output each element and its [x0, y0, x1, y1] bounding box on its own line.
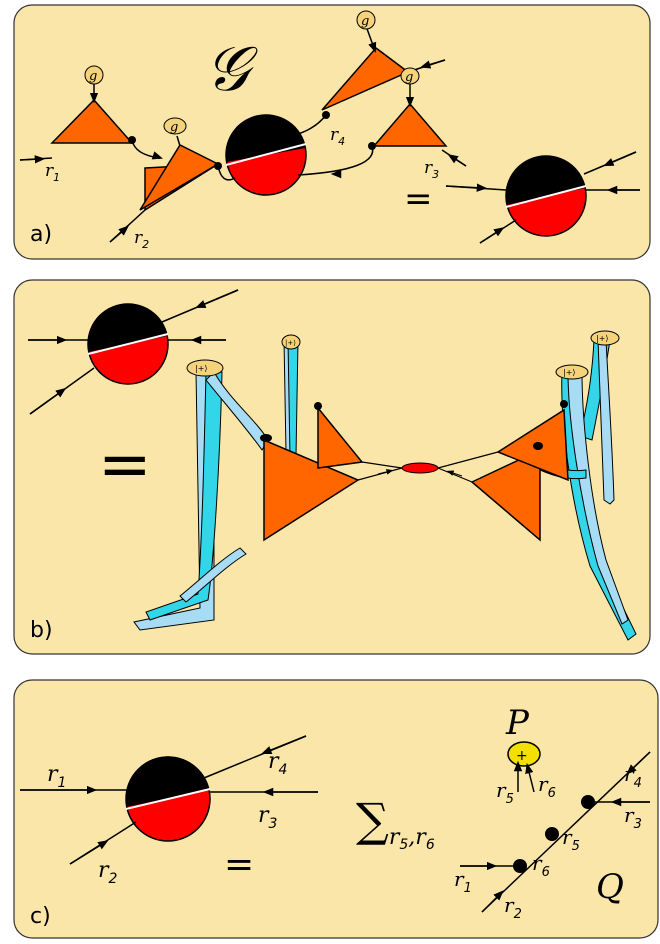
- p-state-node: [507, 741, 541, 767]
- orange-triangle: [372, 102, 448, 147]
- q-node: [513, 859, 527, 873]
- p-plus-label: +: [516, 748, 528, 764]
- g-label: g: [89, 69, 97, 84]
- orange-triangle: [317, 405, 364, 469]
- plus-states: |+⟩ |+⟩ |+⟩ |+⟩: [186, 330, 620, 380]
- panel-a-background: [13, 4, 651, 260]
- panel-c: r1 r2 r3 r4 = ∑r5,r6 P + r5 r6 r1 r2 r: [13, 679, 659, 939]
- panel-c-background: [13, 679, 659, 939]
- equals-sign-b: =: [98, 428, 152, 502]
- plus-state-node: [281, 334, 301, 350]
- panel-b-tag: b): [30, 618, 53, 643]
- c-r5-q-label: r5: [562, 825, 580, 854]
- panel-c-tag: c): [30, 904, 51, 929]
- r4-label: r4: [330, 125, 345, 148]
- q-label: Q: [596, 867, 624, 907]
- plus-state-label: |+⟩: [563, 368, 576, 377]
- plus-state-node: [590, 330, 620, 346]
- plus-state-label: |+⟩: [195, 364, 208, 373]
- panel-a-tag: a): [30, 222, 52, 247]
- c-r1-q-label: r1: [454, 867, 472, 896]
- plus-state-label: |+⟩: [596, 334, 609, 343]
- panel-b: =: [13, 279, 651, 655]
- c-r2-q-label: r2: [504, 893, 522, 922]
- c-r6-q-label: r6: [532, 851, 550, 880]
- q-node: [581, 795, 595, 809]
- r2-label: r2: [134, 228, 149, 251]
- c-r5-top-label: r5: [496, 778, 514, 807]
- c-r6-top-label: r6: [538, 772, 556, 801]
- big-tensor-a: [225, 114, 307, 196]
- plus-state-node: [186, 359, 224, 377]
- tensor-g3: g: [321, 10, 446, 119]
- c-r3-q-label: r3: [624, 803, 642, 832]
- equals-sign-a: =: [404, 179, 433, 219]
- g-state-node: [163, 117, 187, 135]
- panel-b-background: [13, 279, 651, 655]
- orange-triangle: [321, 46, 410, 111]
- central-red-node: [401, 462, 439, 474]
- big-tensor-a-rhs: [445, 151, 640, 244]
- r1-label: r1: [45, 161, 60, 184]
- plus-state-label: |+⟩: [285, 339, 296, 347]
- orange-triangle: [263, 438, 360, 542]
- orange-triangle: [50, 98, 134, 144]
- g-label: g: [361, 14, 369, 29]
- sum-symbol: ∑r5,r6: [356, 793, 435, 853]
- q-node: [545, 827, 559, 841]
- orange-triangle: [496, 408, 569, 482]
- c-r1-label: r1: [47, 762, 66, 791]
- big-tensor-c: [20, 735, 318, 865]
- panel-a: 𝒢 g g g: [13, 4, 651, 260]
- g-state-node: [356, 10, 376, 30]
- r3-label: r3: [424, 158, 439, 181]
- big-tensor-b-lhs: [28, 289, 239, 415]
- c-r4-q-label: r4: [624, 762, 642, 791]
- c-r3-label: r3: [258, 803, 277, 832]
- panel-b-tensors: [260, 400, 569, 542]
- q-chain: [460, 751, 651, 913]
- p-label: P: [505, 703, 530, 743]
- g-label: g: [405, 70, 413, 85]
- c-r2-label: r2: [98, 858, 118, 887]
- g-state-node: [400, 67, 420, 85]
- g-label: g: [170, 120, 178, 135]
- equals-sign-c: =: [224, 844, 254, 885]
- plus-state-node: [555, 364, 589, 380]
- ribbons-left: [133, 339, 299, 631]
- g-state-node: [84, 65, 104, 85]
- orange-triangle: [470, 448, 541, 542]
- c-r4-label: r4: [268, 749, 287, 778]
